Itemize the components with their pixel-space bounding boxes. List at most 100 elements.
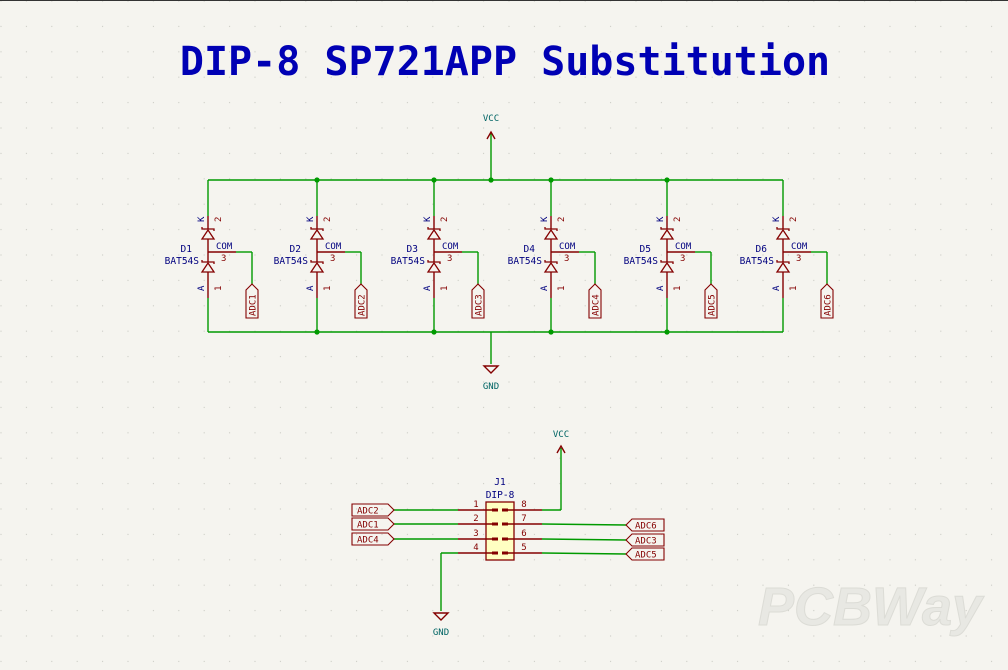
diode-ref: D2 bbox=[290, 244, 301, 255]
net-label-flag bbox=[625, 547, 665, 561]
pin-name: COM bbox=[791, 242, 808, 252]
pin-number: 3 bbox=[447, 254, 452, 264]
pin-number: 2 bbox=[557, 217, 567, 222]
pin-pad bbox=[492, 537, 498, 541]
net-label-flag bbox=[588, 283, 602, 319]
net-label-flag bbox=[625, 518, 665, 532]
cathode-bar-icon bbox=[310, 227, 324, 231]
net-label-flag bbox=[625, 533, 665, 547]
cathode-bar-icon bbox=[310, 260, 324, 264]
diode-value: BAT54S bbox=[165, 256, 200, 267]
pin-number: 3 bbox=[796, 254, 801, 264]
top-circuit: VCCGND2KCOM31AD1BAT54SADC12KCOM31AD2BAT5… bbox=[165, 114, 834, 392]
cathode-bar-icon bbox=[427, 227, 441, 231]
pin-name: K bbox=[197, 216, 207, 222]
diode-lower-icon bbox=[309, 261, 325, 273]
net-label-flag bbox=[471, 283, 485, 319]
cathode-bar-icon bbox=[544, 227, 558, 231]
pin-number: 4 bbox=[473, 543, 478, 553]
pin-name: COM bbox=[442, 242, 459, 252]
diode-value: BAT54S bbox=[740, 256, 775, 267]
net-label-flag bbox=[245, 283, 259, 319]
diode-upper-icon bbox=[309, 228, 325, 240]
wire bbox=[541, 552, 627, 555]
net-label: ADC5 bbox=[708, 294, 718, 316]
pin-number: 1 bbox=[557, 286, 567, 291]
diode-lower-icon bbox=[426, 261, 442, 273]
diode-ref: D4 bbox=[524, 244, 536, 255]
pin-name: COM bbox=[325, 242, 342, 252]
diode-upper-icon bbox=[775, 228, 791, 240]
pin-number: 3 bbox=[680, 254, 685, 264]
diode-lower-icon bbox=[200, 261, 216, 273]
diode-upper-icon bbox=[200, 228, 216, 240]
pin-pad bbox=[492, 508, 498, 512]
pin-name: COM bbox=[216, 242, 233, 252]
net-label: ADC1 bbox=[249, 294, 259, 316]
pin-name: A bbox=[656, 285, 666, 291]
vcc-label: VCC bbox=[553, 430, 569, 440]
diode-value: BAT54S bbox=[508, 256, 543, 267]
gnd-icon bbox=[482, 365, 500, 374]
pin-name: A bbox=[423, 285, 433, 291]
pin-number: 2 bbox=[214, 217, 224, 222]
pin-name: K bbox=[306, 216, 316, 222]
pin-pad bbox=[502, 537, 508, 541]
cathode-bar-icon bbox=[660, 227, 674, 231]
net-label: ADC5 bbox=[635, 551, 657, 561]
cathode-bar-icon bbox=[776, 227, 790, 231]
pin-number: 1 bbox=[473, 500, 478, 510]
cathode-bar-icon bbox=[201, 260, 215, 264]
net-label: ADC3 bbox=[475, 294, 485, 316]
net-label-flag bbox=[820, 283, 834, 319]
net-label-flag bbox=[351, 517, 395, 531]
connector-circuit: J1DIP-812348765ADC2ADC1ADC4GNDVCCADC6ADC… bbox=[351, 430, 665, 638]
schematic-title: DIP-8 SP721APP Substitution bbox=[180, 39, 830, 85]
gnd-label: GND bbox=[433, 628, 449, 638]
pin-number: 1 bbox=[440, 286, 450, 291]
net-label-flag bbox=[704, 283, 718, 319]
cathode-bar-icon bbox=[427, 260, 441, 264]
diode-upper-icon bbox=[543, 228, 559, 240]
net-label: ADC2 bbox=[358, 294, 368, 316]
diode-upper-icon bbox=[659, 228, 675, 240]
pin-number: 2 bbox=[323, 217, 333, 222]
pin-name: K bbox=[656, 216, 666, 222]
pin-name: A bbox=[540, 285, 550, 291]
connector-value: DIP-8 bbox=[486, 490, 515, 501]
pin-name: A bbox=[197, 285, 207, 291]
diode-ref: D6 bbox=[756, 244, 768, 255]
cathode-bar-icon bbox=[544, 260, 558, 264]
pin-number: 3 bbox=[564, 254, 569, 264]
pin-number: 2 bbox=[473, 514, 478, 524]
net-label: ADC6 bbox=[635, 522, 657, 532]
diode-value: BAT54S bbox=[391, 256, 426, 267]
pin-number: 1 bbox=[214, 286, 224, 291]
pin-name: K bbox=[540, 216, 550, 222]
net-label-flag bbox=[351, 503, 395, 517]
pin-pad bbox=[502, 551, 508, 555]
net-label-flag bbox=[351, 532, 395, 546]
pin-number: 3 bbox=[221, 254, 226, 264]
pin-pad bbox=[502, 508, 508, 512]
net-label: ADC2 bbox=[357, 507, 379, 517]
pin-number: 1 bbox=[673, 286, 683, 291]
diode-lower-icon bbox=[543, 261, 559, 273]
pin-name: COM bbox=[675, 242, 692, 252]
cathode-bar-icon bbox=[660, 260, 674, 264]
watermark-logo: PCBWay bbox=[758, 577, 985, 637]
connector-ref: J1 bbox=[494, 477, 506, 488]
net-label: ADC6 bbox=[824, 294, 834, 316]
net-label: ADC4 bbox=[357, 536, 379, 546]
diode-ref: D5 bbox=[640, 244, 651, 255]
net-label: ADC1 bbox=[357, 521, 379, 531]
net-label: ADC4 bbox=[592, 294, 602, 316]
pin-number: 2 bbox=[673, 217, 683, 222]
vcc-arrow-icon bbox=[486, 130, 496, 140]
pin-pad bbox=[492, 551, 498, 555]
